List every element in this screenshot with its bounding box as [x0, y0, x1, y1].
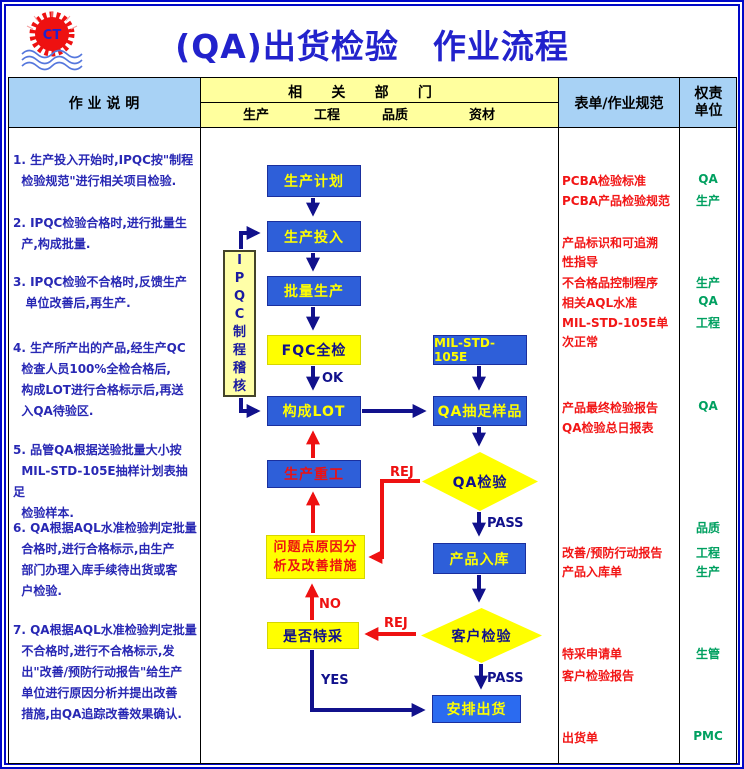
form-item: 次正常	[562, 335, 599, 349]
node-arrange-shipment: 安排出货	[432, 695, 521, 723]
header-subdept-engineering: 工程	[313, 108, 340, 123]
header-bottom-line	[8, 127, 737, 128]
edge-label-ok: OK	[322, 371, 344, 386]
header-related-departments-label: 相 关 部 门	[288, 85, 432, 101]
form-item: 相关AQL水准	[562, 296, 638, 310]
form-item: 产品入库单	[562, 565, 623, 579]
node-product-warehousing: 产品入库	[433, 543, 526, 574]
step-1: 1. 生产投入开始时,IPQC按"制程 检验规范"进行相关项目检验.	[13, 153, 194, 188]
header-mid-line	[200, 102, 558, 103]
grid-vline-desc	[200, 77, 201, 764]
node-form-lot: 构成LOT	[267, 396, 361, 426]
grid-vline-forms	[679, 77, 680, 764]
edge-label-pass-customer: PASS	[487, 671, 524, 686]
form-item: 产品标识和可追溯	[562, 236, 659, 250]
node-problem-cause-analysis: 问题点原因分 析及改善措施	[266, 535, 365, 579]
step-3: 3. IPQC检验不合格时,反馈生产 单位改善后,再生产.	[13, 275, 187, 310]
page-title: (QA)出货检验 作业流程	[175, 27, 569, 66]
step-4: 4. 生产所产出的产品,经生产QC 检查人员100%全检合格后, 构成LOT进行…	[13, 341, 186, 418]
node-qa-inspection-decision: QA检验	[422, 452, 538, 511]
form-item: 性指导	[562, 255, 599, 269]
step-5: 5. 品管QA根据送验批量大小按 MIL-STD-105E抽样计划表抽足 检验样…	[13, 443, 188, 520]
table-bottom-line	[8, 763, 737, 764]
header-subdept-quality: 品质	[381, 108, 408, 123]
node-production-plan: 生产计划	[267, 165, 361, 197]
node-concession-decision: 是否特采	[267, 622, 359, 649]
form-item: MIL-STD-105E单	[562, 316, 669, 330]
company-logo: CT	[16, 10, 88, 78]
form-item: 出货单	[562, 731, 599, 745]
form-item: PCBA产品检验规范	[562, 194, 671, 208]
node-mil-std-105e: MIL-STD-105E	[433, 335, 527, 365]
grid-vline-flow	[558, 77, 559, 764]
resp-unit: 品质	[695, 521, 720, 535]
resp-unit: 生产	[695, 276, 720, 290]
resp-unit: 工程	[695, 546, 720, 560]
resp-unit: 生产	[695, 565, 720, 579]
grid-vline-left	[8, 77, 9, 764]
resp-unit: QA	[698, 399, 718, 413]
step-6: 6. QA根据AQL水准检验判定批量 合格时,进行合格标示,由生产 部门办理入库…	[13, 521, 197, 598]
node-qa-sampling: QA抽足样品	[433, 396, 527, 426]
edge-label-pass-qa: PASS	[487, 516, 524, 531]
form-item: 客户检验报告	[562, 669, 635, 683]
header-work-description: 作 业 说 明	[8, 78, 200, 127]
edge-label-no: NO	[319, 597, 341, 612]
step-7: 7. QA根据AQL水准检验判定批量 不合格时,进行不合格标示,发 出"改善/预…	[13, 623, 197, 721]
header-forms-specs: 表单/作业规范	[559, 78, 679, 127]
node-customer-inspection-decision: 客户检验	[421, 608, 542, 663]
resp-unit: QA	[698, 172, 718, 186]
resp-unit: 生产	[695, 194, 720, 208]
resp-unit: 工程	[695, 316, 720, 330]
form-item: 特采申请单	[562, 647, 623, 661]
table-top-line	[8, 77, 737, 78]
form-item: PCBA检验标准	[562, 174, 647, 188]
form-item: 产品最终检验报告	[562, 401, 659, 415]
header-subdept-materials: 资材	[468, 108, 495, 123]
edge-label-yes: YES	[321, 673, 349, 688]
node-production-rework: 生产重工	[267, 460, 361, 488]
edge-label-rej-customer: REJ	[384, 616, 408, 631]
node-production-input: 生产投入	[267, 221, 361, 252]
node-ipqc-process-audit: I P Q C 制 程 稽 核	[223, 250, 256, 397]
header-subdept-production: 生产	[242, 108, 269, 123]
edge-label-rej-qa: REJ	[390, 465, 414, 480]
step-2: 2. IPQC检验合格时,进行批量生 产,构成批量.	[13, 216, 187, 251]
header-responsible-unit: 权责 单位	[680, 78, 737, 127]
resp-unit: PMC	[693, 729, 723, 743]
resp-unit: QA	[698, 294, 718, 308]
node-batch-production: 批量生产	[267, 276, 361, 306]
form-item: 改善/预防行动报告	[562, 546, 663, 560]
form-item: 不合格品控制程序	[562, 276, 659, 290]
resp-unit: 生管	[695, 647, 720, 661]
grid-vline-right	[736, 77, 737, 764]
logo-text: CT	[43, 28, 62, 43]
node-fqc-full-inspection: FQC全检	[267, 335, 361, 365]
form-item: QA检验总日报表	[562, 421, 654, 435]
